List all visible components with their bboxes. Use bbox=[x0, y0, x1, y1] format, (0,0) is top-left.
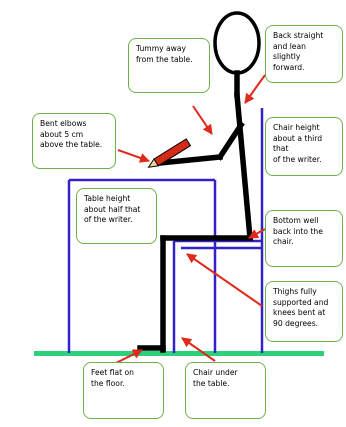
callout-elbows: Bent elbows about 5 cm above the table. bbox=[32, 113, 116, 169]
callout-chair-height: Chair height about a third that of the w… bbox=[265, 117, 343, 176]
figure-torso bbox=[237, 95, 250, 238]
arrow-elbows bbox=[118, 150, 149, 161]
arrow-tummy bbox=[193, 106, 212, 134]
callout-table-height: Table height about half that of the writ… bbox=[76, 188, 157, 244]
callout-back: Back straight and lean slightly forward. bbox=[265, 25, 343, 83]
callout-feet: Feet flat on the floor. bbox=[83, 362, 164, 419]
arrow-chair-under bbox=[182, 338, 215, 361]
figure-head bbox=[215, 13, 259, 73]
arrow-thighs bbox=[187, 254, 262, 306]
callout-bottom: Bottom well back into the chair. bbox=[265, 210, 343, 267]
figure-upper-arm bbox=[220, 125, 241, 157]
floor-line bbox=[34, 351, 324, 356]
callout-tummy: Tummy away from the table. bbox=[128, 38, 210, 93]
pencil-icon bbox=[146, 139, 190, 171]
callout-chair-under: Chair under the table. bbox=[185, 362, 266, 419]
callout-thighs: Thighs fully supported and knees bent at… bbox=[265, 281, 343, 342]
arrow-back bbox=[245, 75, 265, 103]
